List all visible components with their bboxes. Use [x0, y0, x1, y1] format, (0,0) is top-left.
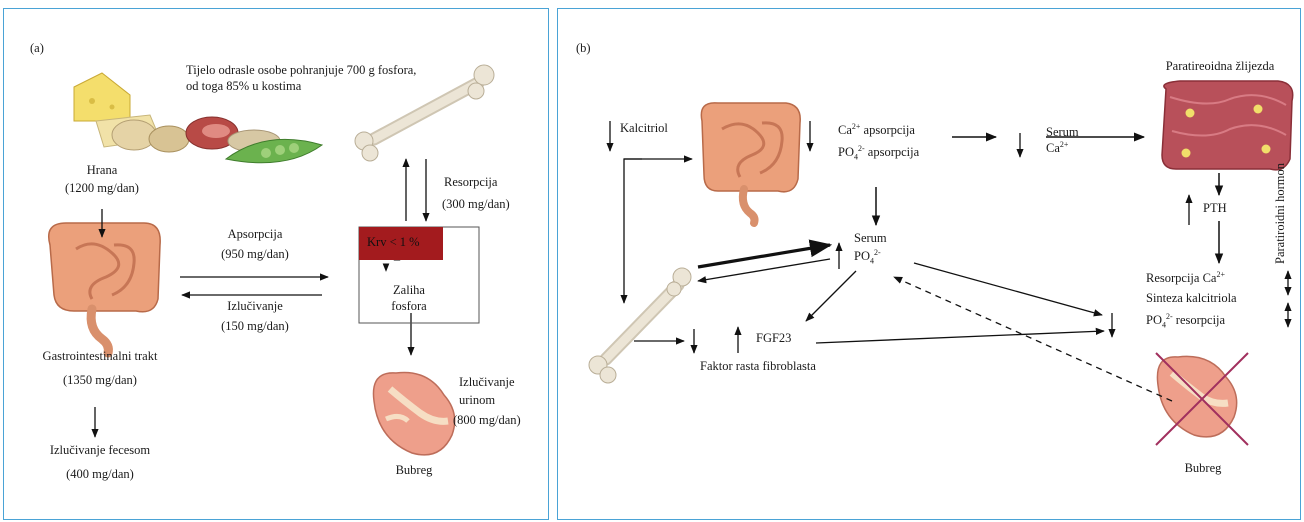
bone-to-serum-thick-arrow [698, 245, 830, 267]
panel-a: (a) Tijelo odrasle osobe pohranjuje 700 … [3, 8, 549, 520]
kidney-label-a: Bubreg [374, 463, 454, 478]
serum-to-kidney-arrow [914, 263, 1102, 315]
serum-ca-line1: Serum [1046, 125, 1079, 140]
pool-line1: Zaliha [374, 283, 444, 298]
bone-illustration [355, 65, 494, 161]
serum-po4-line2: PO42- [854, 249, 881, 264]
serum-ca-line2: Ca2+ [1046, 141, 1068, 156]
po4-resorption-label: PO42- resorpcija [1146, 313, 1225, 328]
food-amount: (1200 mg/dan) [52, 181, 152, 196]
resorption-label: Resorpcija [444, 175, 497, 190]
bone-illustration-b [589, 268, 691, 383]
fgf23-label: FGF23 [756, 331, 791, 346]
parathyroid-gland-label: Paratireoidna žlijezda [1140, 59, 1300, 74]
excretion-label: Izlučivanje [200, 299, 310, 314]
ca-absorption-label: Ca2+ apsorpcija [838, 123, 915, 138]
blood-label: Krv < 1 % [367, 235, 420, 250]
intestine-illustration [49, 223, 160, 353]
resorption-amount: (300 mg/dan) [442, 197, 510, 212]
gi-tract-label: Gastrointestinalni trakt [20, 349, 180, 364]
panel-b: (b) Kalcitriol Ca2+ apsorpcija PO42- aps… [557, 8, 1301, 520]
pth-label: PTH [1203, 201, 1227, 216]
absorption-label: Apsorpcija [200, 227, 310, 242]
fecal-excretion-amount: (400 mg/dan) [20, 467, 180, 482]
po4-absorption-label: PO42- apsorpcija [838, 145, 919, 160]
panel-b-label: (b) [576, 41, 591, 56]
ca-resorption-label: Resorpcija Ca2+ [1146, 271, 1225, 286]
kidney-illustration [373, 372, 454, 454]
storage-note-line2: od toga 85% u kostima [186, 79, 301, 94]
calcitriol-synthesis-label: Sinteza kalcitriola [1146, 291, 1237, 306]
panel-a-label: (a) [30, 41, 44, 56]
intestine-illustration-b [701, 103, 800, 223]
urine-amount: (800 mg/dan) [453, 413, 521, 428]
parathyroid-gland-illustration [1162, 81, 1293, 170]
excretion-amount: (150 mg/dan) [200, 319, 310, 334]
calcitriol-to-bone-arrow [624, 159, 642, 303]
calcitriol-label: Kalcitriol [620, 121, 668, 136]
parathyroid-hormone-label: Paratiroidni hormon [1273, 163, 1288, 264]
pool-line2: fosfora [374, 299, 444, 314]
fgf23-to-kidney-arrow [816, 331, 1104, 343]
fecal-excretion-label: Izlučivanje fecesom [20, 443, 180, 458]
gi-tract-amount: (1350 mg/dan) [20, 373, 180, 388]
kidney-illustration-b [1157, 356, 1236, 436]
serum-po4-line1: Serum [854, 231, 887, 246]
serum-to-fgf23-arrow [806, 271, 856, 321]
kidney-label-b: Bubreg [1163, 461, 1243, 476]
urine-line1: Izlučivanje [459, 375, 515, 390]
absorption-amount: (950 mg/dan) [200, 247, 310, 262]
storage-note-line1: Tijelo odrasle osobe pohranjuje 700 g fo… [186, 63, 416, 78]
panel-b-artwork [558, 9, 1302, 521]
fgf-full-name-label: Faktor rasta fibroblasta [700, 359, 816, 374]
food-label: Hrana [52, 163, 152, 178]
urine-line2: urinom [459, 393, 495, 408]
